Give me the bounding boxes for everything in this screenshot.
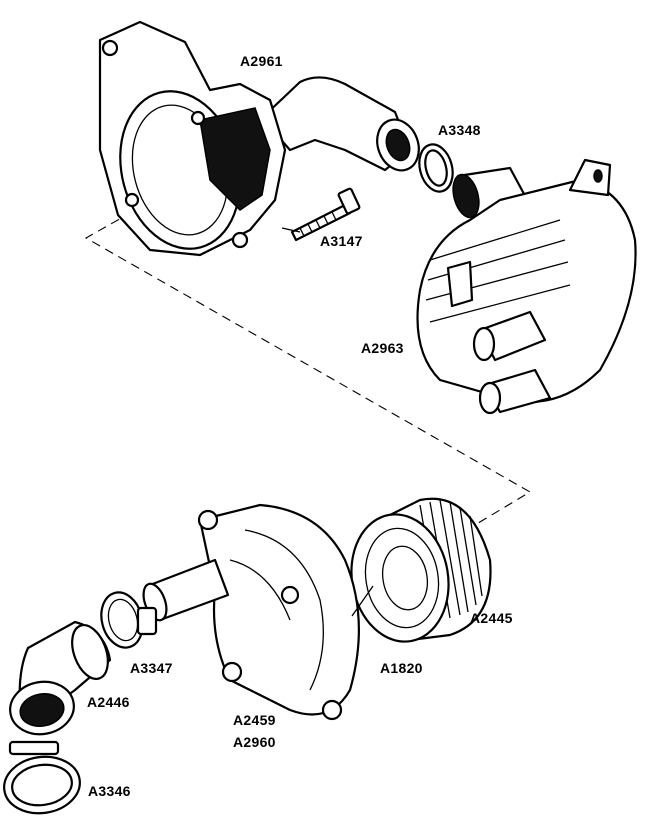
label-a2446: A2446 bbox=[87, 694, 130, 710]
label-a2459: A2459 bbox=[233, 712, 276, 728]
part-a3348-oring bbox=[418, 143, 454, 193]
part-a2963-cover bbox=[416, 158, 637, 415]
part-a2459-housing bbox=[142, 503, 360, 721]
assembly-guide-line bbox=[84, 211, 532, 587]
label-a3147: A3147 bbox=[320, 233, 363, 249]
label-a3348: A3348 bbox=[438, 122, 481, 138]
part-a3346-clamp bbox=[3, 740, 81, 815]
label-a2445: A2445 bbox=[470, 610, 513, 626]
part-a2446-hose bbox=[9, 620, 112, 736]
label-a3347: A3347 bbox=[130, 660, 173, 676]
part-a2961-housing bbox=[98, 20, 420, 257]
leader-lines bbox=[281, 227, 374, 617]
label-a2961: A2961 bbox=[240, 53, 283, 69]
part-a2445-filter bbox=[350, 497, 492, 643]
label-a1820: A1820 bbox=[380, 660, 423, 676]
part-a3347-clamp bbox=[100, 591, 158, 649]
label-a2963: A2963 bbox=[361, 340, 404, 356]
label-a2960: A2960 bbox=[233, 734, 276, 750]
label-a3346: A3346 bbox=[88, 783, 131, 799]
part-a3147-screw bbox=[290, 187, 361, 242]
